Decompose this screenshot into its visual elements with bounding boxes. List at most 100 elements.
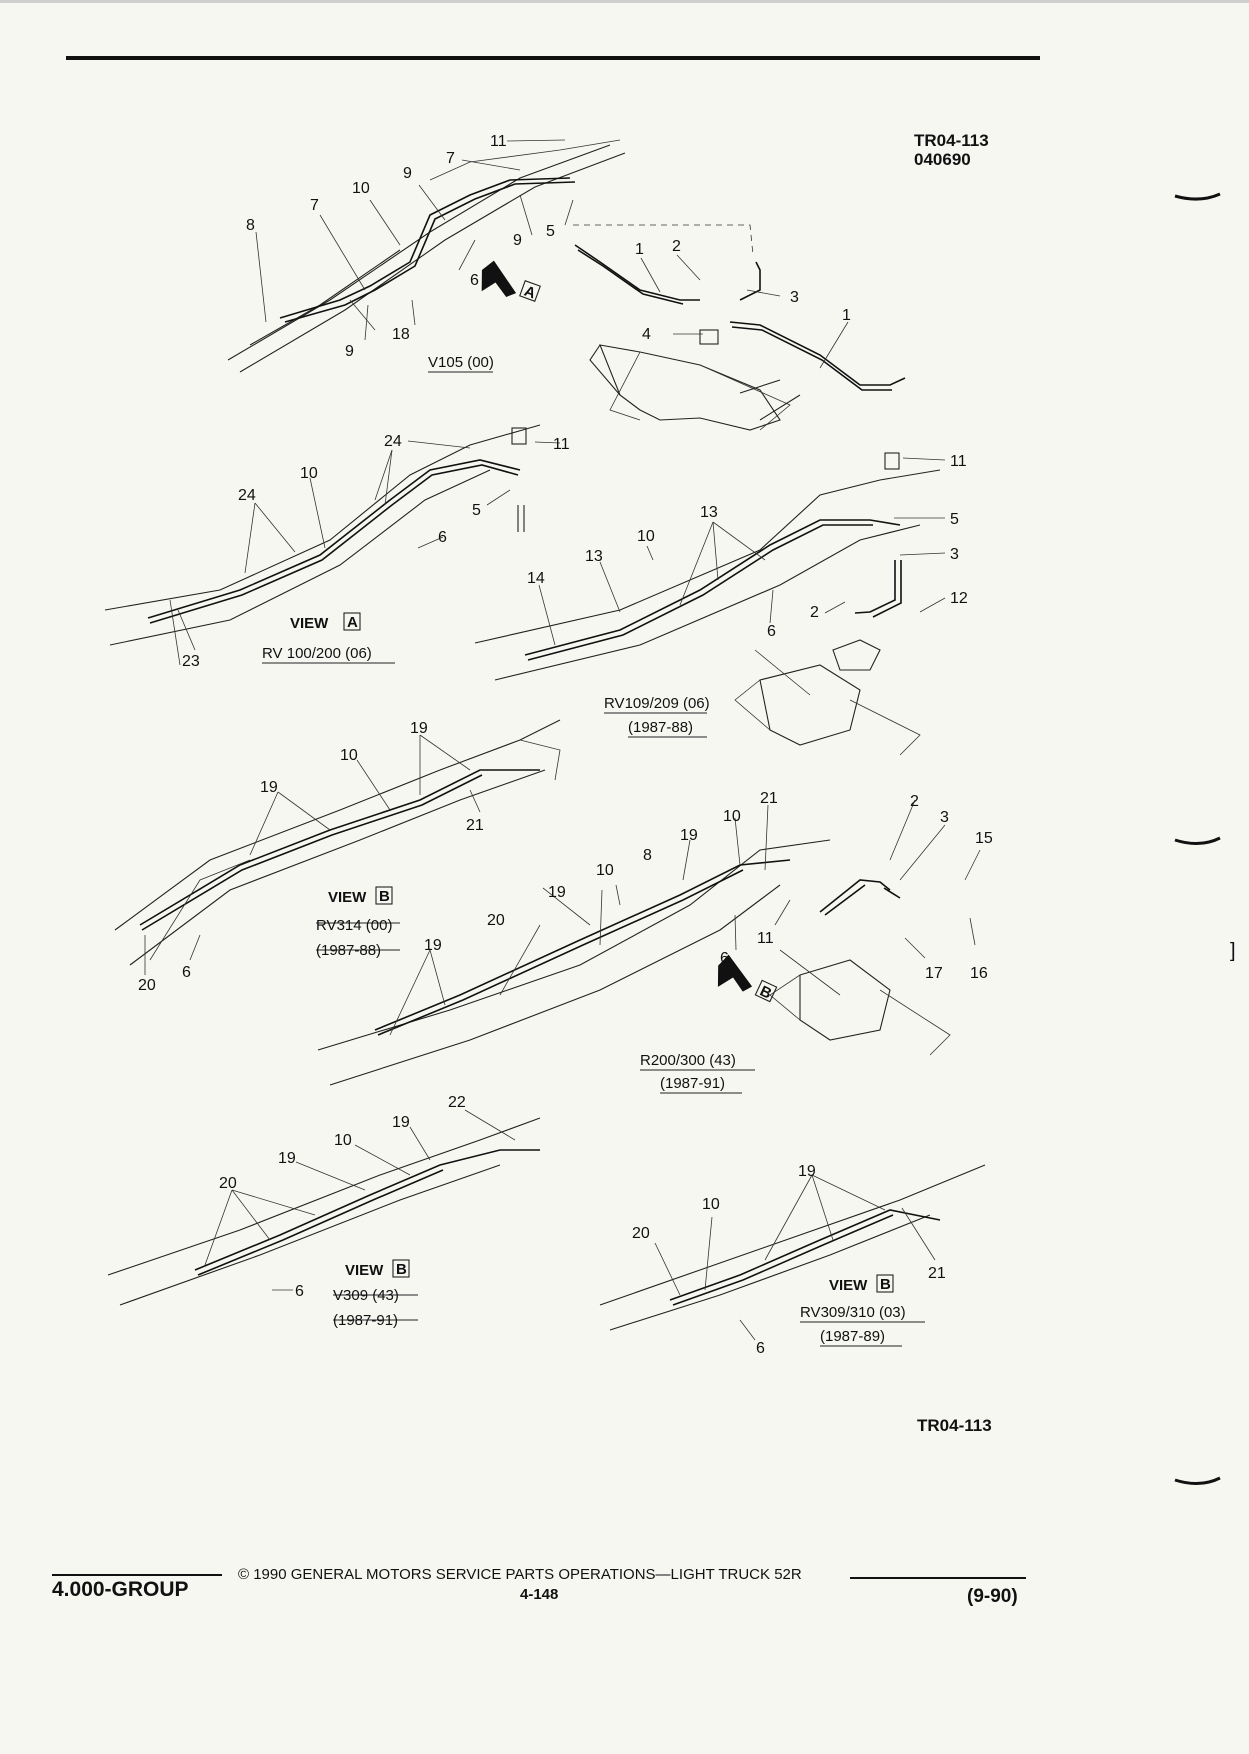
callout-11b: 11 (553, 436, 570, 453)
footer-copyright: © 1990 GENERAL MOTORS SERVICE PARTS OPER… (238, 1566, 802, 1583)
callout-6c: 6 (767, 623, 776, 640)
callout-10b: 10 (300, 465, 318, 482)
leaders-rv100 (177, 440, 561, 664)
callout-24b: 24 (238, 487, 256, 504)
callout-19h: 19 (798, 1163, 816, 1180)
callout-10d: 10 (340, 747, 358, 764)
callout-7: 7 (446, 150, 455, 167)
frame-rail-v309 (107, 1117, 541, 1306)
callout-19c: 19 (680, 827, 698, 844)
callout-11: 11 (490, 133, 507, 150)
callout-21b: 21 (760, 790, 778, 807)
label-rv309: RV309/310 (03) (800, 1304, 906, 1321)
callout-20b: 20 (487, 912, 505, 929)
callout-10: 10 (352, 180, 370, 197)
view-b-box (375, 886, 393, 905)
view-b-label: VIEW (328, 889, 367, 906)
view-b-letter: B (379, 888, 390, 905)
frame-rail-rv109 (474, 452, 941, 681)
frame-rail-rv100 (104, 424, 541, 666)
callout-4: 4 (642, 326, 651, 343)
frame-rail-rv309 (599, 1164, 986, 1331)
callout-9: 9 (403, 165, 412, 182)
callout-13b: 13 (585, 548, 603, 565)
footer-rule-right (850, 1577, 1026, 1579)
leaders-rv309 (654, 1174, 936, 1347)
frame-rail-rv314 (114, 719, 561, 966)
label-v309: V309 (43) (333, 1287, 399, 1304)
callout-3: 3 (790, 289, 799, 306)
callout-7b: 7 (310, 197, 319, 214)
callout-19b: 19 (260, 779, 278, 796)
callout-2c: 2 (910, 793, 919, 810)
label-rv309-years: (1987-89) (820, 1328, 885, 1345)
footer-page-number: 4-148 (520, 1586, 559, 1603)
label-v105: V105 (00) (428, 354, 494, 371)
callout-9c: 9 (345, 343, 354, 360)
label-r200: R200/300 (43) (640, 1052, 736, 1069)
callout-5c: 5 (950, 511, 959, 528)
view-b-label-2: VIEW (345, 1262, 384, 1279)
callout-20: 20 (138, 977, 156, 994)
scan-top-edge (0, 0, 1249, 3)
callout-11d: 11 (757, 930, 774, 947)
callout-21c: 21 (928, 1265, 946, 1282)
footer-rule-left (52, 1574, 222, 1576)
view-a-label: VIEW (290, 615, 329, 632)
label-rv109-years: (1987-88) (628, 719, 693, 736)
callout-13: 13 (700, 504, 718, 521)
callout-10f: 10 (596, 862, 614, 879)
callout-12: 12 (950, 590, 968, 607)
callout-6: 6 (470, 272, 479, 289)
frame-rail-r200 (317, 839, 901, 1086)
callout-9b: 9 (513, 232, 522, 249)
callout-19: 19 (410, 720, 428, 737)
view-a-letter: A (347, 614, 358, 631)
axle-r200 (769, 949, 951, 1056)
callout-1b: 1 (842, 307, 851, 324)
callout-10g: 10 (334, 1132, 352, 1149)
callout-6g: 6 (756, 1340, 765, 1357)
callout-22: 22 (448, 1094, 466, 1111)
leaders-v309 (204, 1109, 516, 1321)
view-b-label-3: VIEW (829, 1277, 868, 1294)
callout-6b: 6 (438, 529, 447, 546)
label-rv314-years: (1987-88) (316, 942, 381, 959)
binder-marks (1174, 192, 1221, 1485)
figure-number: 040690 (914, 150, 971, 169)
leaders-rv314 (144, 734, 481, 975)
label-rv100: RV 100/200 (06) (262, 645, 372, 662)
callout-19f: 19 (392, 1114, 410, 1131)
callout-10h: 10 (702, 1196, 720, 1213)
callout-21: 21 (466, 817, 484, 834)
leaders-rv109 (538, 457, 946, 738)
label-rv109: RV109/209 (06) (604, 695, 710, 712)
leaders-v105 (255, 139, 849, 373)
callout-6e: 6 (720, 950, 729, 967)
callout-24: 24 (384, 433, 402, 450)
callout-15: 15 (975, 830, 993, 847)
callout-5b: 5 (472, 502, 481, 519)
callout-8b: 8 (643, 847, 652, 864)
callout-1: 1 (635, 241, 644, 258)
callout-2: 2 (672, 238, 681, 255)
label-r200-years: (1987-91) (660, 1075, 725, 1092)
callout-10e: 10 (723, 808, 741, 825)
callout-11c: 11 (950, 453, 967, 470)
axle-v105 (589, 344, 801, 431)
callout-8: 8 (246, 217, 255, 234)
footer-date: (9-90) (967, 1586, 1018, 1607)
view-b-letter-3: B (880, 1276, 891, 1293)
callout-20c: 20 (219, 1175, 237, 1192)
rear-pipes-v105 (573, 224, 906, 391)
footer-group: 4.000-GROUP (52, 1578, 189, 1601)
leaders-r200 (389, 799, 981, 1094)
view-b-box-2 (392, 1259, 410, 1278)
callout-17: 17 (925, 965, 943, 982)
callout-6f: 6 (295, 1283, 304, 1300)
view-a-arrow: A (481, 260, 541, 302)
frame-rail-v105 (227, 139, 626, 373)
callout-3b: 3 (950, 546, 959, 563)
view-a-box (343, 612, 361, 631)
